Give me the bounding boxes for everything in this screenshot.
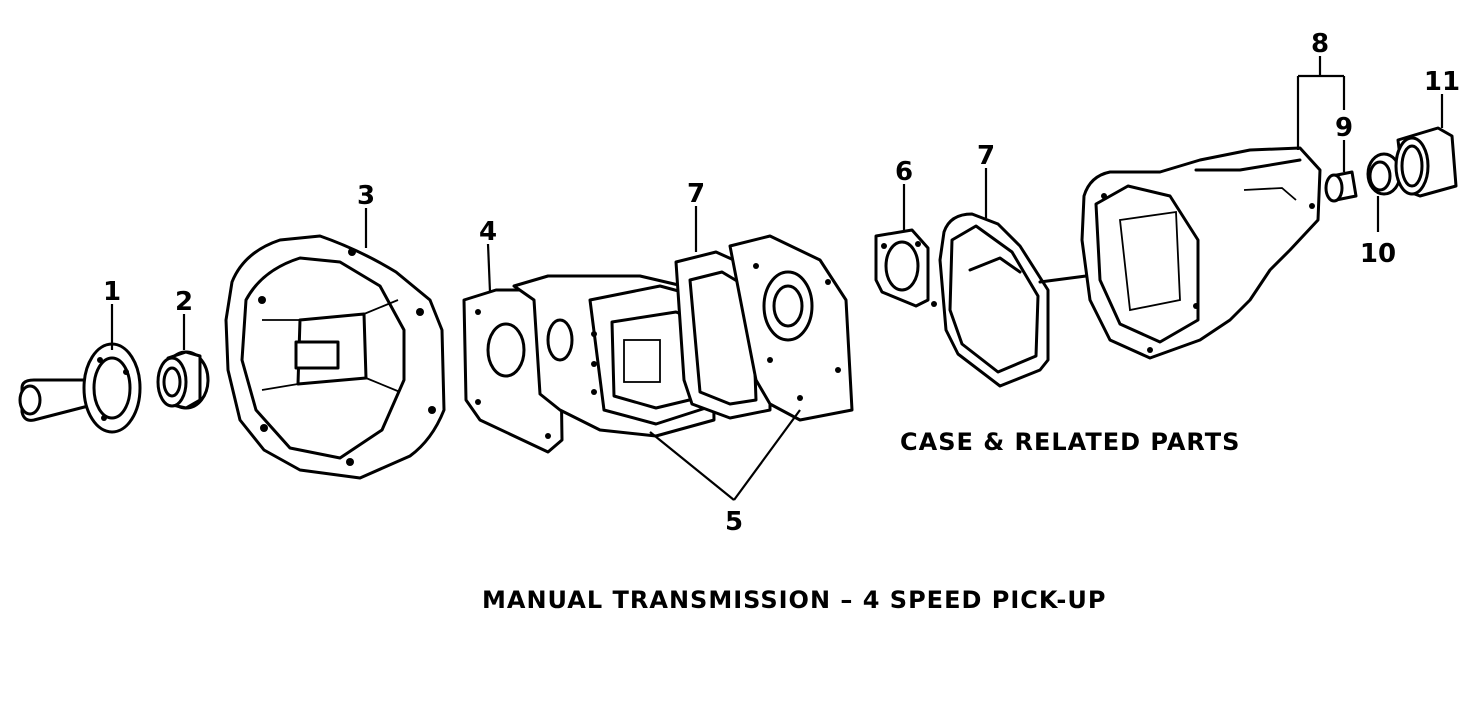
part-1-bearing-retainer[interactable] xyxy=(18,342,142,434)
callout-5: 5 xyxy=(725,507,743,537)
callout-numbers: 1 2 3 4 5 6 7 7 8 9 10 11 xyxy=(103,29,1460,537)
intermediate-plate[interactable] xyxy=(728,234,854,422)
callout-4: 4 xyxy=(479,217,497,247)
part-9-bushing[interactable] xyxy=(1324,170,1358,203)
callout-7-left: 7 xyxy=(687,179,705,209)
main-caption: MANUAL TRANSMISSION – 4 SPEED PICK-UP xyxy=(482,586,1106,614)
part-3-clutch-housing[interactable] xyxy=(224,234,446,480)
part-8-extension-housing[interactable] xyxy=(1080,146,1322,360)
callout-2: 2 xyxy=(175,287,193,317)
part-2-bearing[interactable] xyxy=(156,350,210,410)
callout-3: 3 xyxy=(357,181,375,211)
part-11-dust-cover[interactable] xyxy=(1394,126,1458,198)
callout-8: 8 xyxy=(1311,29,1329,59)
callout-10: 10 xyxy=(1360,239,1396,269)
part-6-seal-retainer[interactable] xyxy=(874,228,937,308)
callout-7-right: 7 xyxy=(977,141,995,171)
section-caption: CASE & RELATED PARTS xyxy=(900,428,1240,456)
callout-9: 9 xyxy=(1335,113,1353,143)
part-7-gasket-right[interactable] xyxy=(938,212,1142,388)
callout-11: 11 xyxy=(1424,67,1460,97)
callout-6: 6 xyxy=(895,157,913,187)
leader-lines xyxy=(110,56,1444,501)
callout-1: 1 xyxy=(103,277,121,307)
